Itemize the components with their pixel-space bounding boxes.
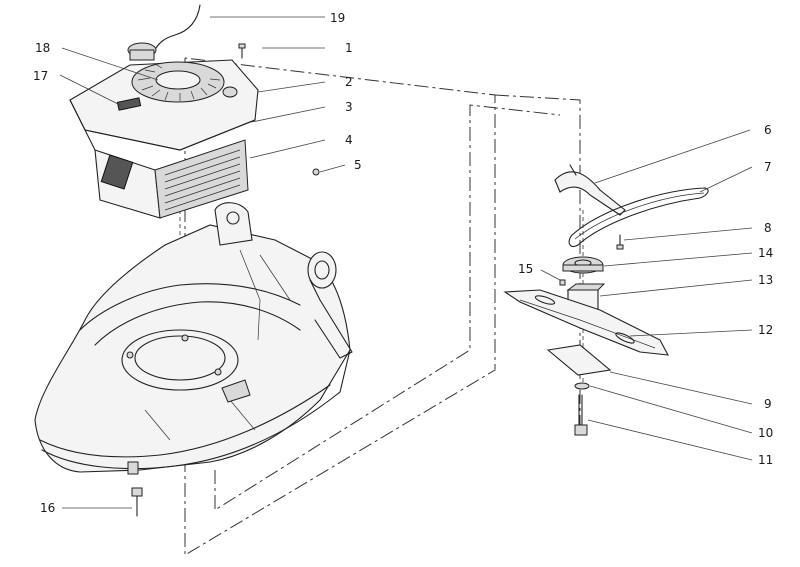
mower-deck xyxy=(34,202,353,517)
leader-11 xyxy=(587,419,753,461)
leader-5 xyxy=(319,164,346,173)
callout-15: 15 xyxy=(518,262,533,276)
deck-boss-2 xyxy=(126,351,134,359)
deck-rear-arm xyxy=(309,279,353,359)
callout-17: 17 xyxy=(33,69,48,83)
callout-1: 1 xyxy=(345,41,353,55)
callout-12: 12 xyxy=(758,323,773,337)
leader-6 xyxy=(594,129,751,184)
leader-13 xyxy=(599,279,753,297)
engine-shroud-edge xyxy=(84,119,256,151)
blade-assembly xyxy=(503,164,709,436)
engine-shroud-front xyxy=(69,99,96,151)
callout-13: 13 xyxy=(758,273,773,287)
deck-top-ridge-inner xyxy=(94,301,301,346)
leader-15 xyxy=(540,269,561,281)
engine-assembly xyxy=(69,4,320,219)
deck-boss-1 xyxy=(181,334,189,342)
deck-skirt xyxy=(41,349,351,470)
leader-lines xyxy=(59,16,753,509)
small-nut xyxy=(312,168,320,176)
cutting-blade-edge xyxy=(519,299,656,349)
callout-2: 2 xyxy=(345,75,353,89)
deck-boss-3 xyxy=(214,368,222,376)
callout-19: 19 xyxy=(330,11,345,25)
deck-wheel-hub xyxy=(307,251,337,289)
leader-3 xyxy=(251,106,326,123)
blade-washer xyxy=(574,382,590,390)
leader-10 xyxy=(589,385,753,434)
leader-17 xyxy=(59,74,123,107)
callout-11: 11 xyxy=(758,453,773,467)
leader-4 xyxy=(249,139,326,159)
leader-9 xyxy=(609,371,753,405)
pulley-set-screw xyxy=(559,279,566,286)
callout-5: 5 xyxy=(354,158,362,172)
callout-18: 18 xyxy=(35,41,50,55)
blade-well-inner xyxy=(134,335,226,381)
callout-14: 14 xyxy=(758,246,773,260)
blade-stiffener xyxy=(546,344,612,376)
drive-belt xyxy=(568,187,709,248)
deck-latch xyxy=(221,379,251,403)
blade-slot-left xyxy=(534,295,556,305)
deck-strut-a xyxy=(239,249,261,341)
spindle-pulley-rim xyxy=(562,264,604,272)
dashed-frame-inner xyxy=(214,104,561,511)
leader-2 xyxy=(257,81,326,93)
deck-front-bushing xyxy=(127,461,139,475)
shroud-badge xyxy=(116,97,142,111)
callout-6: 6 xyxy=(764,123,772,137)
blade-well-outer xyxy=(121,329,239,391)
callout-labels: 19 1 18 17 2 3 4 5 6 7 8 14 15 13 12 9 1… xyxy=(33,11,773,515)
deck-rear-pivot xyxy=(226,211,240,225)
bracket-screw xyxy=(616,234,624,250)
deck-wheel-hub-inner xyxy=(314,260,330,280)
leader-14 xyxy=(603,252,753,267)
belt-guard-bracket xyxy=(554,171,626,216)
blade-bolt xyxy=(574,394,588,436)
callout-10: 10 xyxy=(758,426,773,440)
drive-belt-inner xyxy=(574,192,705,240)
engine-label-plate xyxy=(100,154,134,190)
deck-screw xyxy=(131,487,143,517)
callout-9: 9 xyxy=(764,397,772,411)
deck-strut-d xyxy=(229,399,256,431)
leader-18 xyxy=(61,47,159,81)
recoil-starter-center xyxy=(155,70,201,90)
callout-16: 16 xyxy=(40,501,55,515)
blade-adapter-top xyxy=(566,283,606,291)
leader-12 xyxy=(629,329,753,337)
callout-8: 8 xyxy=(764,221,772,235)
fuel-cap-neck xyxy=(129,49,155,61)
deck-front-lip xyxy=(39,384,331,458)
deck-top-ridge xyxy=(79,283,301,331)
engine-bolt xyxy=(238,43,246,59)
leader-7 xyxy=(699,166,753,193)
deck-strut-c xyxy=(144,409,171,441)
engine-cooling-fins xyxy=(164,149,241,211)
throttle-cable xyxy=(155,4,201,49)
callout-3: 3 xyxy=(345,100,353,114)
blade-slot-right xyxy=(615,332,635,344)
oil-cap xyxy=(222,86,238,98)
recoil-starter-vents xyxy=(137,63,221,101)
callout-7: 7 xyxy=(764,160,772,174)
deck-strut-b xyxy=(259,254,291,301)
callout-4: 4 xyxy=(345,133,353,147)
belt-guard-tab xyxy=(569,164,577,176)
leader-8 xyxy=(623,227,753,241)
